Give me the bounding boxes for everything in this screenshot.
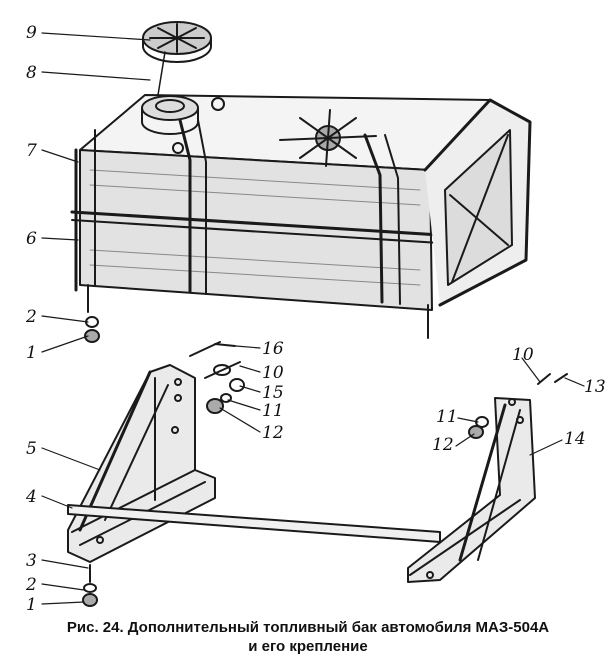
filler-neck [141,95,199,135]
fasteners [82,316,568,607]
figure-caption: Рис. 24. Дополнительный топливный бак ав… [0,618,616,656]
callout-5: 5 [26,439,37,459]
callout-6: 6 [26,229,37,249]
callout-10: 10 [262,363,284,383]
fuel-tank-diagram: 9 8 7 6 2 1 16 10 15 11 12 5 4 3 2 1 10 … [25,21,606,615]
callout-2: 2 [25,307,37,327]
leader-lines [41,32,585,605]
callout-11b: 11 [436,407,458,427]
callout-3: 3 [26,551,37,571]
callout-16: 16 [262,339,284,359]
callout-2b: 2 [25,575,37,595]
callout-14: 14 [564,429,586,449]
callout-1: 1 [26,343,37,363]
callout-4: 4 [25,487,37,507]
caption-line-1: Рис. 24. Дополнительный топливный бак ав… [66,619,550,636]
left-bracket [67,364,216,563]
callout-11: 11 [262,401,284,421]
callout-8: 8 [26,63,37,83]
filler-cap [142,21,212,96]
fuel-tank [70,94,532,339]
gauge-sensor [279,109,377,167]
callout-13: 13 [584,377,606,397]
callout-10b: 10 [512,345,534,365]
callout-12b: 12 [432,435,454,455]
callout-1b: 1 [26,595,37,615]
callout-labels: 9 8 7 6 2 1 16 10 15 11 12 5 4 3 2 1 10 … [25,23,606,615]
callout-7: 7 [26,141,37,161]
callout-9: 9 [26,23,37,43]
callout-15: 15 [262,383,284,403]
right-bracket [407,397,536,583]
callout-12: 12 [262,423,284,443]
caption-line-2: и его крепление [248,638,368,655]
